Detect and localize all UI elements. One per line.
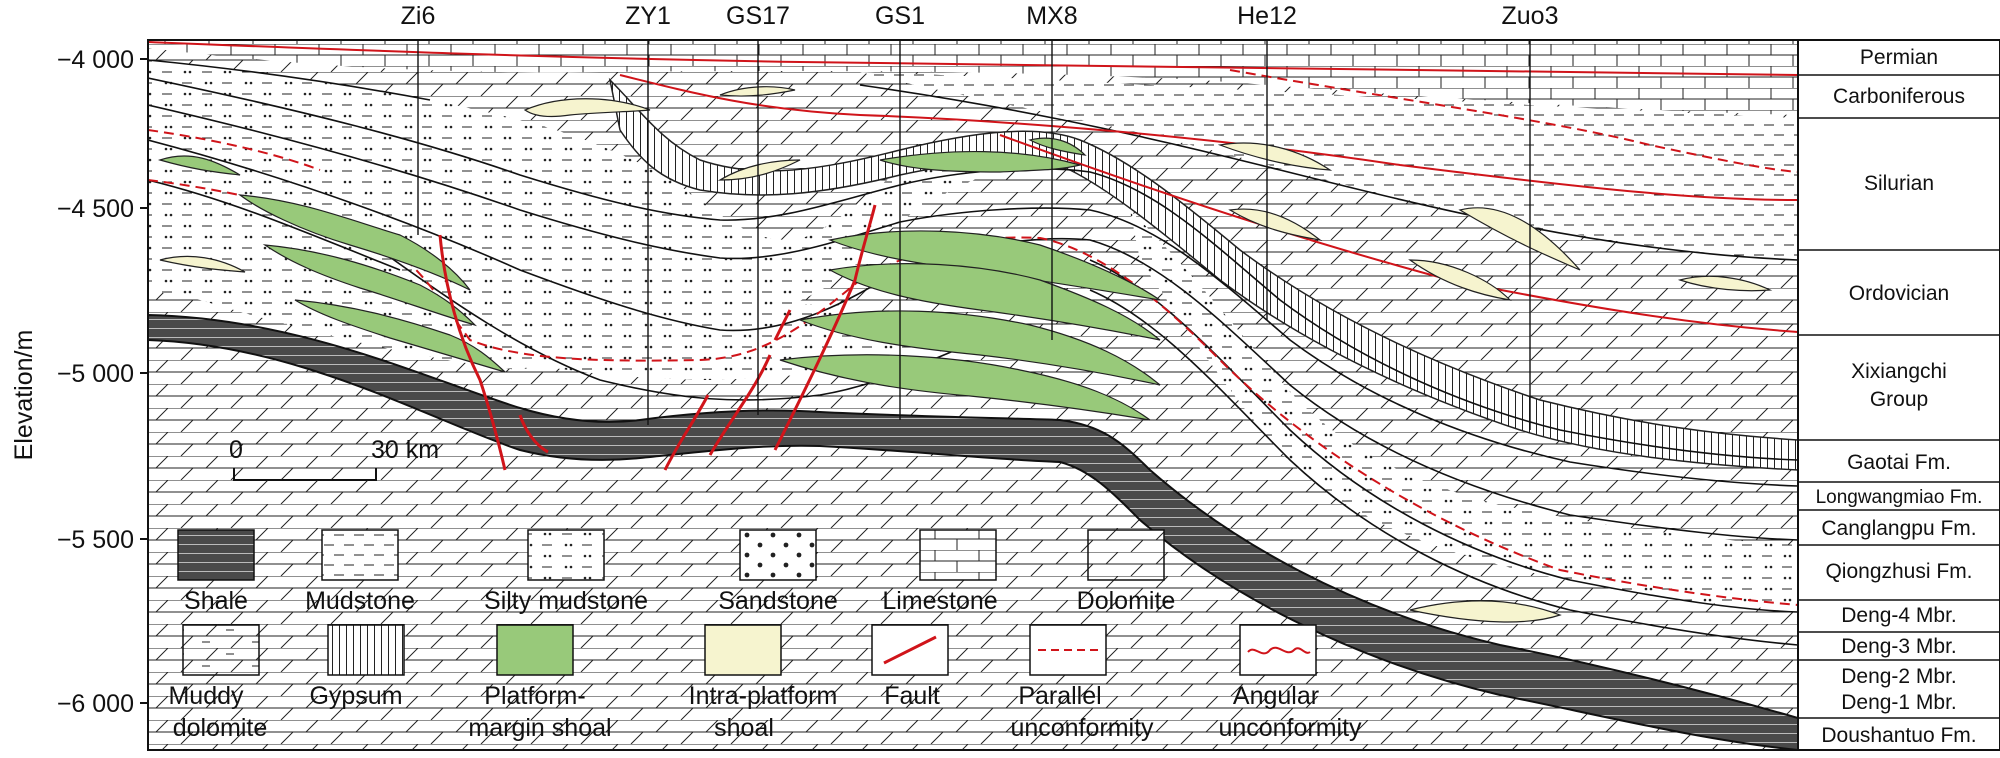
gypsum-swatch bbox=[327, 624, 405, 676]
platform-margin-label-2: margin shoal bbox=[468, 714, 611, 742]
limestone-swatch bbox=[919, 529, 997, 581]
stratigraphic-column: Permian Carboniferous Silurian Ordovicia… bbox=[1797, 39, 2000, 751]
strat-qiongzhusi: Qiongzhusi Fm. bbox=[1825, 560, 1972, 583]
intra-platform-shoals bbox=[159, 86, 1773, 623]
angular-unconformity-label-1: Angular bbox=[1233, 682, 1319, 710]
fault-swatch-line bbox=[883, 635, 937, 665]
mudstone-swatch bbox=[321, 529, 399, 581]
well-lines bbox=[417, 40, 1531, 430]
parallel-unconformity-label-1: Parallel bbox=[1018, 682, 1101, 710]
strat-group: Group bbox=[1870, 388, 1928, 411]
strat-gaotai: Gaotai Fm. bbox=[1847, 451, 1951, 474]
well-label-gs17: GS17 bbox=[726, 2, 790, 30]
silty-mudstone-swatch bbox=[527, 529, 605, 581]
strat-doushantuo: Doushantuo Fm. bbox=[1821, 724, 1976, 747]
legend-silty-mudstone: Silty mudstone bbox=[484, 529, 648, 615]
well-label-zy1: ZY1 bbox=[625, 2, 671, 30]
sandstone-swatch bbox=[739, 529, 817, 581]
scale-zero-label: 0 bbox=[229, 436, 243, 464]
legend-angular-unconformity: Angular unconformity bbox=[1218, 624, 1362, 742]
legend-sandstone: Sandstone bbox=[718, 529, 838, 615]
strat-deng3: Deng-3 Mbr. bbox=[1841, 635, 1957, 658]
legend-dolomite: Dolomite bbox=[1077, 529, 1176, 615]
fault-label: Fault bbox=[884, 682, 940, 710]
y-axis-ticks: −4 000 −4 500 −5 000 −5 500 −6 000 bbox=[57, 46, 148, 718]
well-label-he12: He12 bbox=[1237, 2, 1297, 30]
legend-shale: Shale bbox=[177, 529, 255, 615]
strat-carboniferous: Carboniferous bbox=[1833, 85, 1965, 108]
strat-deng1: Deng-1 Mbr. bbox=[1841, 691, 1957, 714]
scale-bar: 0 30 km bbox=[229, 436, 439, 481]
silty-mudstone-label: Silty mudstone bbox=[484, 587, 648, 615]
angular-unconformity-label-2: unconformity bbox=[1218, 714, 1362, 742]
strat-canglangpu: Canglangpu Fm. bbox=[1821, 517, 1976, 540]
well-label-zi6: Zi6 bbox=[401, 2, 436, 30]
shale-label: Shale bbox=[184, 587, 248, 615]
platform-margin-shoals bbox=[157, 137, 1161, 421]
platform-margin-shoal-swatch bbox=[496, 624, 574, 676]
well-labels: Zi6 ZY1 GS17 GS1 MX8 He12 Zuo3 bbox=[401, 2, 1559, 30]
muddy-dolomite-swatch bbox=[182, 624, 260, 676]
shale-swatch bbox=[177, 529, 255, 581]
limestone-label: Limestone bbox=[882, 587, 997, 615]
legend: Shale Mudstone Silty mudstone Sandstone … bbox=[168, 529, 1362, 742]
scale-bar-line bbox=[233, 468, 377, 481]
legend-intra-platform-shoal: Intra-platform shoal bbox=[689, 624, 838, 742]
strat-deng4: Deng-4 Mbr. bbox=[1841, 604, 1957, 627]
y-axis-title: Elevation/m bbox=[10, 330, 38, 461]
silty-mudstone-unit bbox=[148, 60, 1040, 370]
scale-distance-label: 30 km bbox=[371, 436, 439, 464]
intra-platform-label-1: Intra-platform bbox=[689, 682, 838, 710]
y-tick-label: −4 000 bbox=[57, 46, 134, 74]
strat-deng2: Deng-2 Mbr. bbox=[1841, 665, 1957, 688]
y-tick-label: −4 500 bbox=[57, 195, 134, 223]
strat-ordovician: Ordovician bbox=[1849, 282, 1949, 305]
intra-platform-shoal-swatch bbox=[704, 624, 782, 676]
legend-gypsum: Gypsum bbox=[309, 624, 405, 710]
sandstone-label: Sandstone bbox=[718, 587, 838, 615]
y-tick-label: −5 500 bbox=[57, 526, 134, 554]
y-tick-label: −5 000 bbox=[57, 360, 134, 388]
gypsum-label: Gypsum bbox=[309, 682, 402, 710]
strat-silurian: Silurian bbox=[1864, 172, 1934, 195]
strat-xixiangchi: Xixiangchi bbox=[1851, 360, 1947, 383]
strat-column-dividers bbox=[1798, 74, 2000, 719]
silty-mudstone-lower-unit bbox=[380, 250, 940, 380]
legend-limestone: Limestone bbox=[882, 529, 998, 615]
section-body bbox=[148, 40, 1798, 750]
well-label-mx8: MX8 bbox=[1026, 2, 1077, 30]
parallel-unconformity-label-2: unconformity bbox=[1010, 714, 1154, 742]
angular-unconformity-swatch-line bbox=[1247, 646, 1311, 655]
legend-platform-margin-shoal: Platform- margin shoal bbox=[468, 624, 612, 742]
legend-mudstone: Mudstone bbox=[305, 529, 415, 615]
legend-muddy-dolomite: Muddy dolomite bbox=[168, 624, 268, 742]
strat-longwangmiao: Longwangmiao Fm. bbox=[1816, 487, 1983, 508]
intra-platform-label-2: shoal bbox=[714, 714, 774, 742]
parallel-unconformities bbox=[148, 69, 1798, 606]
faults bbox=[438, 204, 877, 471]
mudstone-label: Mudstone bbox=[305, 587, 415, 615]
well-label-gs1: GS1 bbox=[875, 2, 925, 30]
muddy-dolomite-label-1: Muddy bbox=[168, 682, 244, 710]
legend-parallel-unconformity: Parallel unconformity bbox=[1010, 624, 1154, 742]
muddy-dolomite-label-2: dolomite bbox=[173, 714, 268, 742]
y-axis: Elevation/m −4 000 −4 500 −5 000 −5 500 −6 0… bbox=[10, 46, 148, 718]
legend-fault: Fault bbox=[871, 624, 949, 710]
platform-margin-label-1: Platform- bbox=[484, 682, 585, 710]
well-label-zuo3: Zuo3 bbox=[1502, 2, 1559, 30]
strat-permian: Permian bbox=[1860, 46, 1938, 69]
dolomite-swatch bbox=[1087, 529, 1165, 581]
permian-carboniferous-unit bbox=[148, 40, 1798, 115]
dolomite-label: Dolomite bbox=[1077, 587, 1176, 615]
y-tick-label: −6 000 bbox=[57, 690, 134, 718]
silurian-mudstone-unit bbox=[860, 72, 1798, 260]
